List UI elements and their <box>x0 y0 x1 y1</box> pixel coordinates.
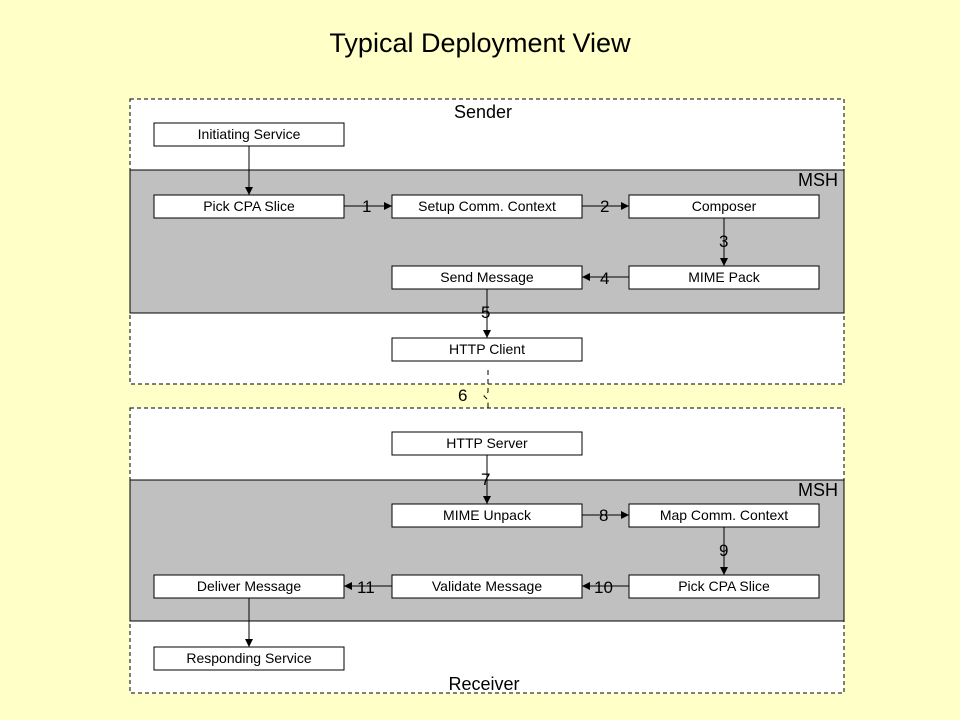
mime-unpack-box: MIME Unpack <box>391 503 583 528</box>
http-server-label: HTTP Server <box>446 435 528 451</box>
step-11-label: 11 <box>357 578 375 597</box>
send-message-box: Send Message <box>391 265 583 290</box>
step-5-label: 5 <box>481 303 490 322</box>
sender-label: Sender <box>454 102 512 122</box>
composer-label: Composer <box>692 198 757 214</box>
step-9-label: 9 <box>719 541 728 560</box>
map-comm-context-box: Map Comm. Context <box>628 503 820 528</box>
deliver-message-box: Deliver Message <box>153 574 345 599</box>
receiver-pick-cpa-slice-box: Pick CPA Slice <box>628 574 820 599</box>
composer-box: Composer <box>628 194 820 219</box>
http-client-label: HTTP Client <box>449 341 525 357</box>
receiver-label: Receiver <box>448 674 519 694</box>
send-message-label: Send Message <box>440 269 534 285</box>
map-comm-context-label: Map Comm. Context <box>660 507 788 523</box>
page-title: Typical Deployment View <box>329 28 631 58</box>
http-client-box: HTTP Client <box>391 337 583 362</box>
step-8-label: 8 <box>599 506 608 525</box>
arrow-step-6 <box>483 370 492 432</box>
receiver-pick-cpa-slice-label: Pick CPA Slice <box>678 578 770 594</box>
step-1-label: 1 <box>362 197 371 216</box>
step-3-label: 3 <box>719 232 728 251</box>
validate-message-box: Validate Message <box>391 574 583 599</box>
sender-pick-cpa-slice-label: Pick CPA Slice <box>203 198 295 214</box>
responding-service-label: Responding Service <box>186 650 312 666</box>
sender-msh-label: MSH <box>798 170 838 190</box>
setup-comm-context-box: Setup Comm. Context <box>391 194 583 219</box>
step-2-label: 2 <box>600 197 609 216</box>
step-4-label: 4 <box>600 269 609 288</box>
mime-pack-box: MIME Pack <box>628 265 820 290</box>
initiating-service-label: Initiating Service <box>198 126 301 142</box>
responding-service-box: Responding Service <box>153 646 345 671</box>
setup-comm-context-label: Setup Comm. Context <box>418 198 556 214</box>
initiating-service-box: Initiating Service <box>153 122 345 147</box>
validate-message-label: Validate Message <box>432 578 542 594</box>
mime-pack-label: MIME Pack <box>688 269 761 285</box>
step-10-label: 10 <box>594 578 613 597</box>
mime-unpack-label: MIME Unpack <box>443 507 532 523</box>
deliver-message-label: Deliver Message <box>197 578 301 594</box>
step-6-label: 6 <box>458 386 467 405</box>
http-server-box: HTTP Server <box>391 431 583 456</box>
sender-pick-cpa-slice-box: Pick CPA Slice <box>153 194 345 219</box>
step-7-label: 7 <box>481 470 490 489</box>
receiver-msh-label: MSH <box>798 480 838 500</box>
